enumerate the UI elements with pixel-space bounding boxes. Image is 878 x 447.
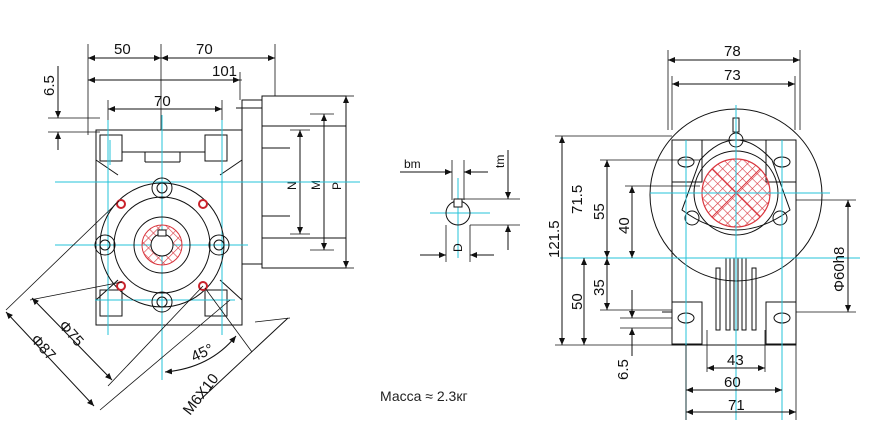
- dim-6-5-left: 6.5: [41, 75, 58, 96]
- dim-78: 78: [724, 43, 741, 60]
- mass-label: Масса ≈ 2.3кг: [380, 388, 468, 404]
- dim-D: D: [451, 243, 465, 252]
- dim-50: 50: [114, 41, 131, 58]
- dim-73: 73: [724, 67, 741, 84]
- dim-43: 43: [727, 352, 744, 369]
- shaft-detail: bm tm D: [400, 150, 520, 262]
- dim-55: 55: [591, 203, 608, 220]
- dim-35: 35: [591, 279, 608, 296]
- output-hub: [94, 177, 230, 313]
- dim-M: M: [309, 180, 323, 190]
- right-top-dims: [667, 50, 801, 130]
- dim-m6x10: M6X10: [180, 371, 223, 419]
- dim-N: N: [285, 181, 299, 190]
- dim-phi75: Φ75: [55, 317, 87, 350]
- dim-phi87: Φ87: [27, 331, 59, 364]
- dim-6-5-right: 6.5: [615, 359, 632, 380]
- phi60-dim: [796, 199, 856, 313]
- dim-tm: tm: [493, 155, 507, 168]
- dim-121-5: 121.5: [546, 220, 563, 258]
- dim-40: 40: [616, 217, 633, 234]
- right-view: 78 73: [546, 43, 860, 420]
- left-top-dimensions: [87, 44, 276, 135]
- dim-101: 101: [212, 63, 237, 80]
- dim-70-bolt: 70: [154, 93, 171, 110]
- dim-bm: bm: [404, 157, 421, 171]
- dim-60: 60: [724, 374, 741, 391]
- angle-dim: [164, 287, 291, 401]
- diameter-dims: [5, 200, 231, 411]
- gearbox-body: [95, 107, 262, 326]
- left-view: 50 70 101 70 6.5: [5, 41, 360, 419]
- dim-71-5: 71.5: [569, 185, 586, 214]
- dim-P: P: [330, 182, 344, 190]
- right-centerlines: [560, 105, 860, 420]
- dim-71: 71: [728, 397, 745, 414]
- dim-50-right: 50: [569, 293, 586, 310]
- right-left-dims: [555, 135, 700, 356]
- dim-6-5-lines: [48, 66, 100, 150]
- dim-70-top: 70: [196, 41, 213, 58]
- dim-45deg: 45°: [189, 341, 217, 366]
- dim-phi60h8: Φ60h8: [831, 247, 848, 292]
- right-bottom-dims: [685, 330, 797, 420]
